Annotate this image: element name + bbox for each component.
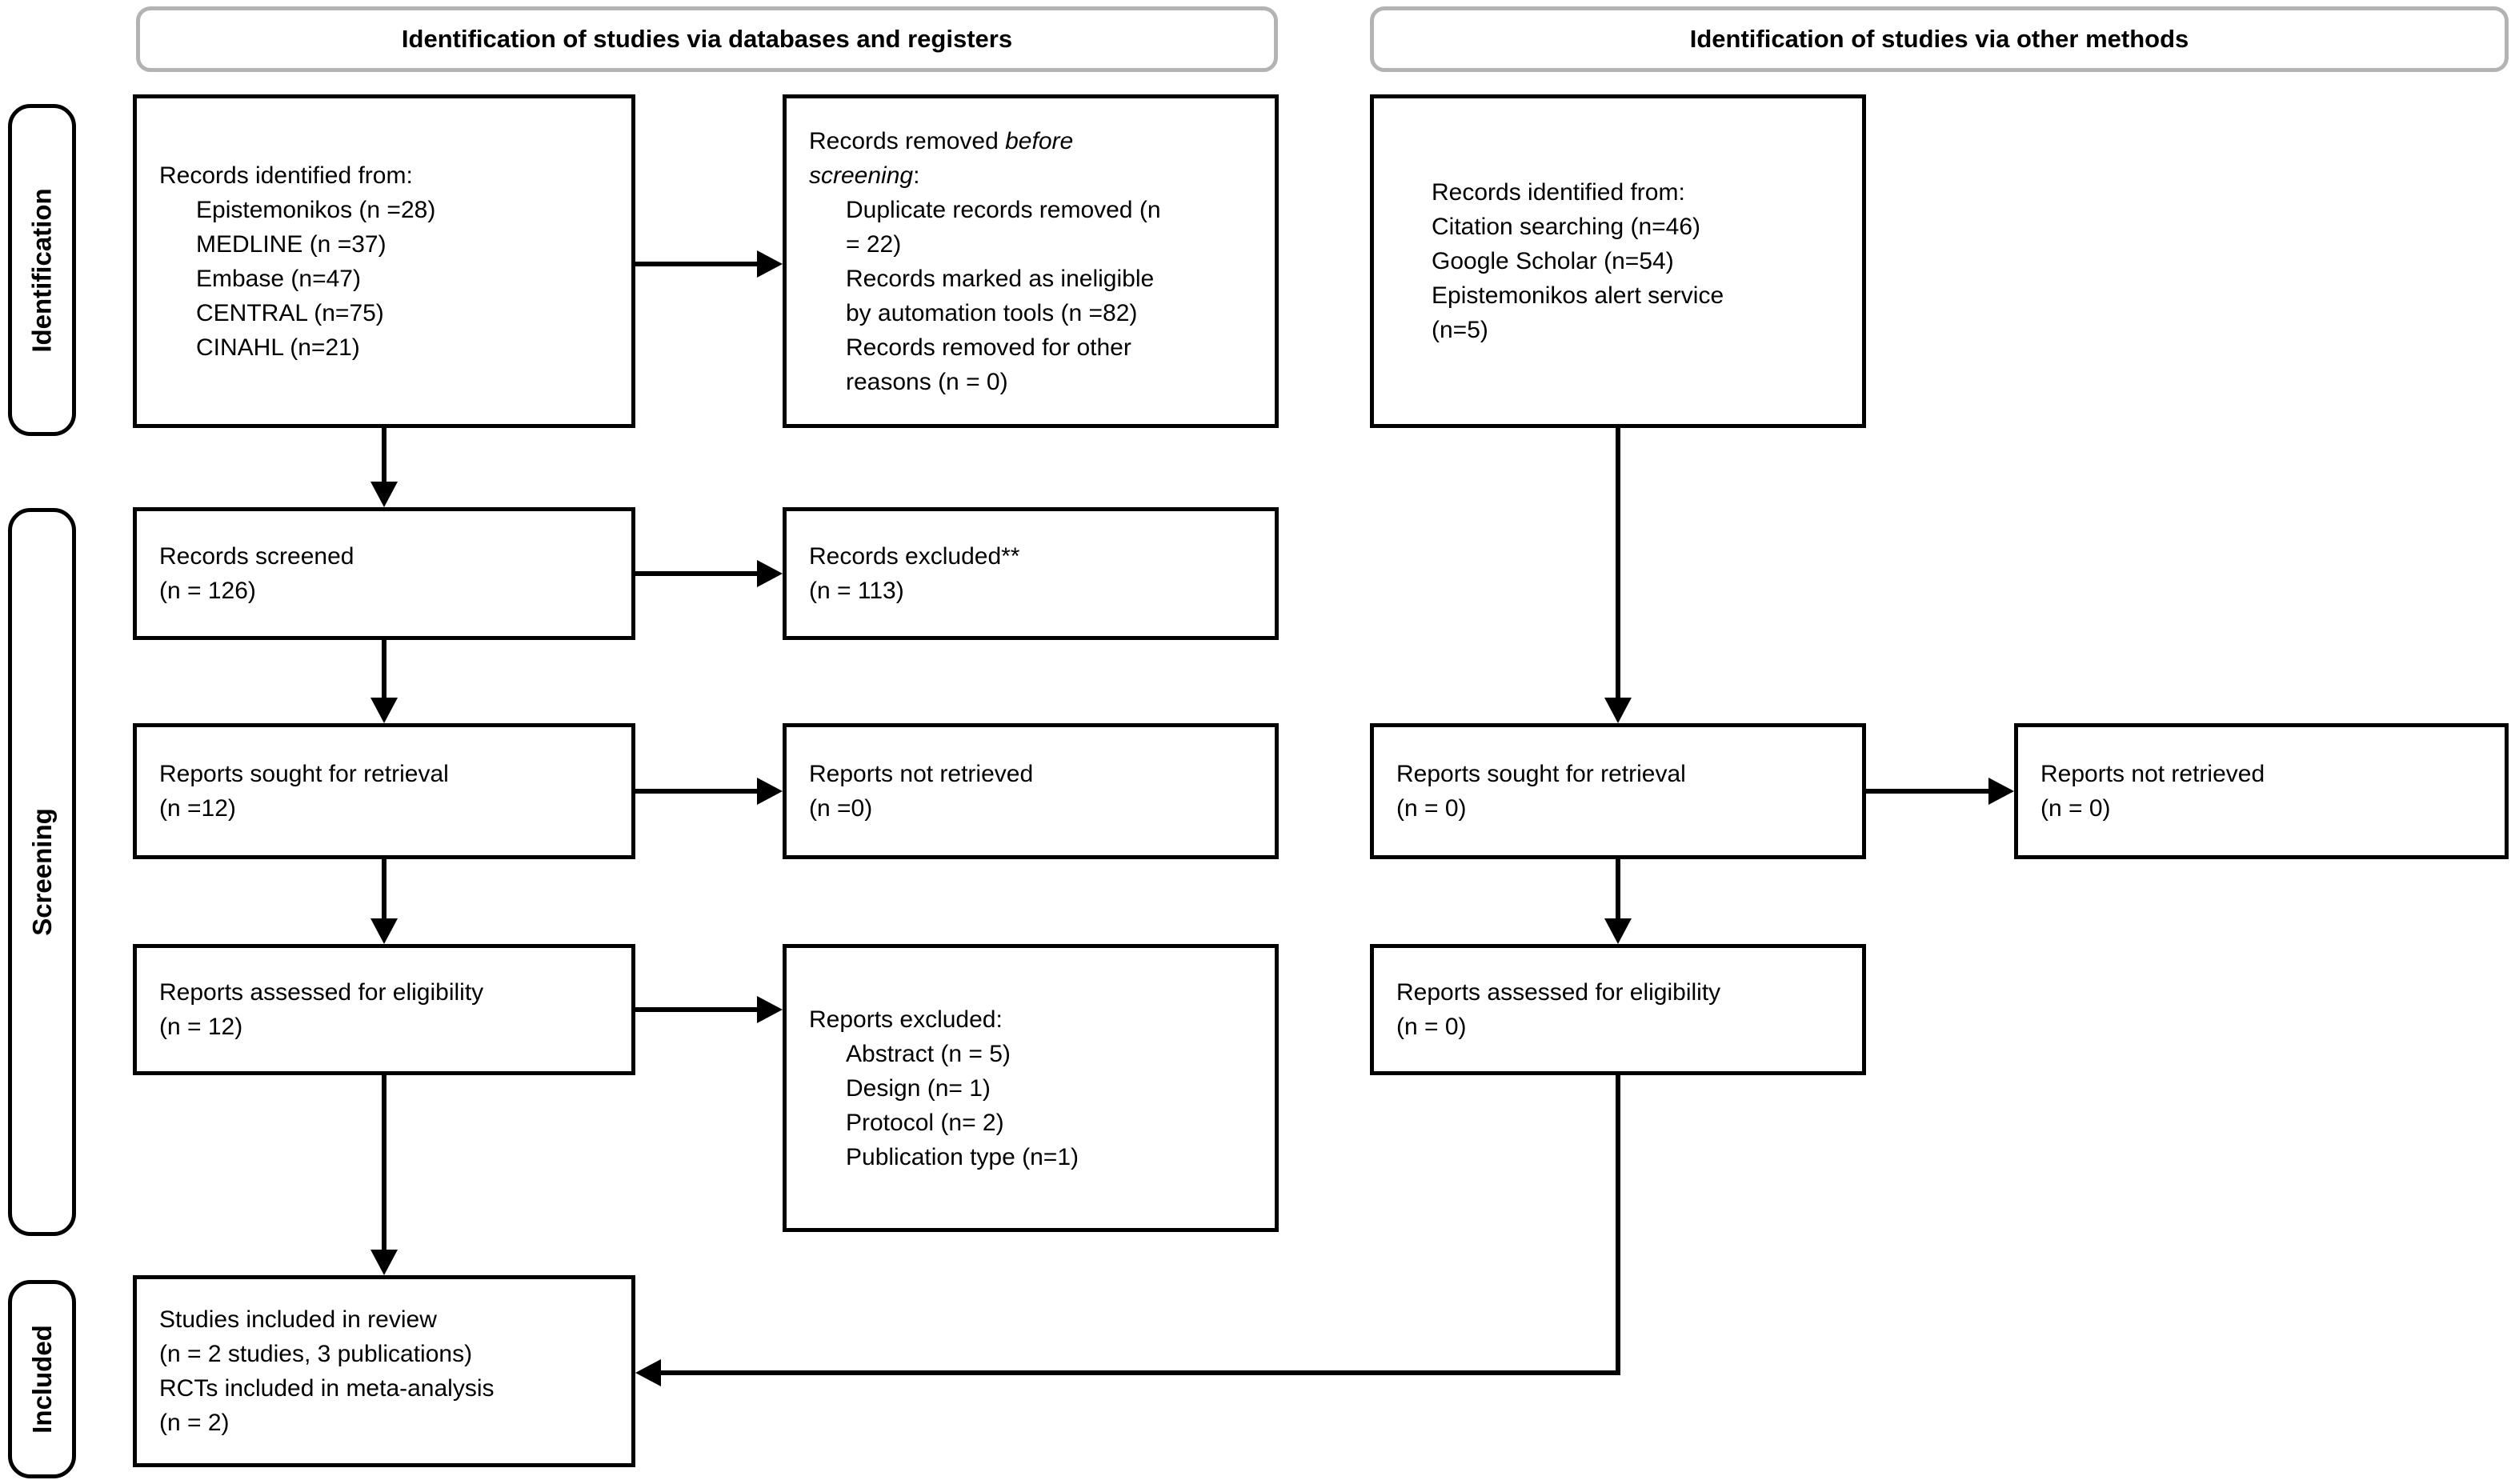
arrow-screened-to-sought-line [382, 640, 386, 700]
header-databases-registers-label: Identification of studies via databases … [401, 25, 1013, 53]
arrow-soughtother-to-notretrieved-head [1988, 778, 2014, 805]
box-line: Design (n= 1) [846, 1074, 991, 1102]
header-other-methods-label: Identification of studies via other meth… [1689, 25, 2189, 53]
box-line: reasons (n = 0) [846, 368, 1008, 395]
box-reports-sought-databases: Reports sought for retrieval (n =12) [133, 723, 635, 859]
header-databases-registers: Identification of studies via databases … [136, 6, 1278, 72]
box-records-excluded: Records excluded** (n = 113) [783, 507, 1279, 640]
box-line: Epistemonikos (n =28) [196, 196, 436, 223]
box-line: CENTRAL (n=75) [196, 299, 384, 326]
arrow-sought-to-notretrieved-line [635, 789, 759, 794]
arrow-soughtother-to-assessed-line [1616, 859, 1620, 920]
stage-label-identification-text: Identification [26, 187, 57, 353]
box-reports-excluded-reasons: Reports excluded: Abstract (n = 5) Desig… [783, 944, 1279, 1232]
arrow-sought-to-assessed-head [370, 918, 398, 944]
arrow-soughtother-to-notretrieved-line [1866, 789, 1990, 794]
box-title: Reports assessed for eligibility [1396, 979, 1721, 1006]
arrow-identified-to-removed-line [635, 262, 759, 266]
box-title: Reports sought for retrieval [1396, 761, 1686, 787]
box-line: (n = 126) [159, 578, 256, 604]
box-line: (n = 0) [1396, 795, 1467, 822]
box-line: CINAHL (n=21) [196, 334, 360, 361]
box-line: (n =12) [159, 795, 236, 822]
title-suffix: : [913, 162, 920, 189]
box-studies-included: Studies included in review (n = 2 studie… [133, 1275, 635, 1467]
title-regular: Records removed [809, 127, 1006, 154]
arrow-soughtother-to-assessed-head [1604, 918, 1632, 944]
elbow-assessedother-vertical-line [1616, 1075, 1620, 1375]
title-italic: before [1005, 127, 1074, 154]
box-title: Studies included in review [159, 1306, 437, 1333]
box-line: by automation tools (n =82) [846, 299, 1138, 326]
stage-label-screening: Screening [8, 508, 76, 1236]
box-line: Records removed for other [846, 334, 1131, 361]
arrow-identified-to-screened-head [370, 482, 398, 507]
arrow-assessed-to-reportsexcluded-line [635, 1007, 759, 1012]
arrow-otheridentified-to-sought-head [1604, 698, 1632, 723]
box-records-identified-other: Records identified from: Citation search… [1370, 94, 1866, 428]
title-italic: screening [809, 162, 914, 189]
box-title: Records excluded** [809, 543, 1020, 570]
box-line: Google Scholar (n=54) [1432, 248, 1674, 274]
box-title: Records screened [159, 543, 354, 570]
stage-label-identification: Identification [8, 104, 76, 436]
box-title: Reports assessed for eligibility [159, 979, 484, 1006]
box-title: Records identified from: [159, 162, 413, 189]
arrow-screened-to-sought-head [370, 698, 398, 723]
arrow-sought-to-notretrieved-head [757, 778, 783, 805]
box-records-identified-databases: Records identified from: Epistemonikos (… [133, 94, 635, 428]
box-title: Reports sought for retrieval [159, 761, 449, 787]
box-records-removed-before-screening: Records removed before screening: Duplic… [783, 94, 1279, 428]
header-other-methods: Identification of studies via other meth… [1370, 6, 2509, 72]
box-title: Records identified from: [1432, 179, 1685, 206]
box-records-screened: Records screened (n = 126) [133, 507, 635, 640]
box-line: (n = 2) [159, 1410, 230, 1436]
arrow-assessed-to-included-line [382, 1075, 386, 1251]
box-line: Abstract (n = 5) [846, 1040, 1011, 1067]
elbow-assessedother-horizontal-line [659, 1370, 1620, 1375]
arrow-sought-to-assessed-line [382, 859, 386, 920]
box-line: RCTs included in meta-analysis [159, 1375, 495, 1402]
box-line: Embase (n=47) [196, 265, 361, 292]
box-line: (n = 0) [1396, 1014, 1467, 1040]
box-line: Publication type (n=1) [846, 1143, 1079, 1170]
box-line: (n=5) [1432, 317, 1488, 343]
box-reports-assessed-databases: Reports assessed for eligibility (n = 12… [133, 944, 635, 1075]
box-reports-assessed-other: Reports assessed for eligibility (n = 0) [1370, 944, 1866, 1075]
box-reports-not-retrieved-databases: Reports not retrieved (n =0) [783, 723, 1279, 859]
box-title: Reports not retrieved [2040, 761, 2265, 787]
arrow-screened-to-excluded-line [635, 571, 759, 576]
box-line: MEDLINE (n =37) [196, 230, 386, 258]
stage-label-included-text: Included [26, 1325, 57, 1434]
box-line: (n = 0) [2040, 795, 2111, 822]
arrow-otheridentified-to-sought-line [1616, 428, 1620, 699]
box-reports-not-retrieved-other: Reports not retrieved (n = 0) [2014, 723, 2509, 859]
stage-label-included: Included [8, 1280, 76, 1478]
box-title: Reports excluded: [809, 1006, 1003, 1033]
box-reports-sought-other: Reports sought for retrieval (n = 0) [1370, 723, 1866, 859]
box-line: Epistemonikos alert service [1432, 282, 1724, 309]
box-line: Protocol (n= 2) [846, 1109, 1004, 1136]
arrow-screened-to-excluded-head [757, 560, 783, 587]
box-line: Duplicate records removed (n [846, 196, 1161, 223]
box-line: (n = 12) [159, 1014, 243, 1040]
box-line: Records marked as ineligible [846, 265, 1155, 292]
arrow-assessed-to-reportsexcluded-head [757, 996, 783, 1023]
box-title: Records removed before [809, 124, 1260, 158]
box-line: (n =0) [809, 795, 873, 822]
box-line: Citation searching (n=46) [1432, 214, 1701, 240]
box-line: (n = 113) [809, 578, 904, 604]
box-line: = 22) [846, 230, 902, 258]
box-line: (n = 2 studies, 3 publications) [159, 1341, 473, 1367]
box-title: Reports not retrieved [809, 761, 1034, 787]
arrow-identified-to-screened-line [382, 428, 386, 484]
arrow-assessed-to-included-head [370, 1250, 398, 1275]
box-title-line2: screening: [809, 158, 1260, 193]
arrow-identified-to-removed-head [757, 250, 783, 278]
stage-label-screening-text: Screening [26, 808, 57, 936]
elbow-assessedother-to-included-head [635, 1359, 661, 1386]
